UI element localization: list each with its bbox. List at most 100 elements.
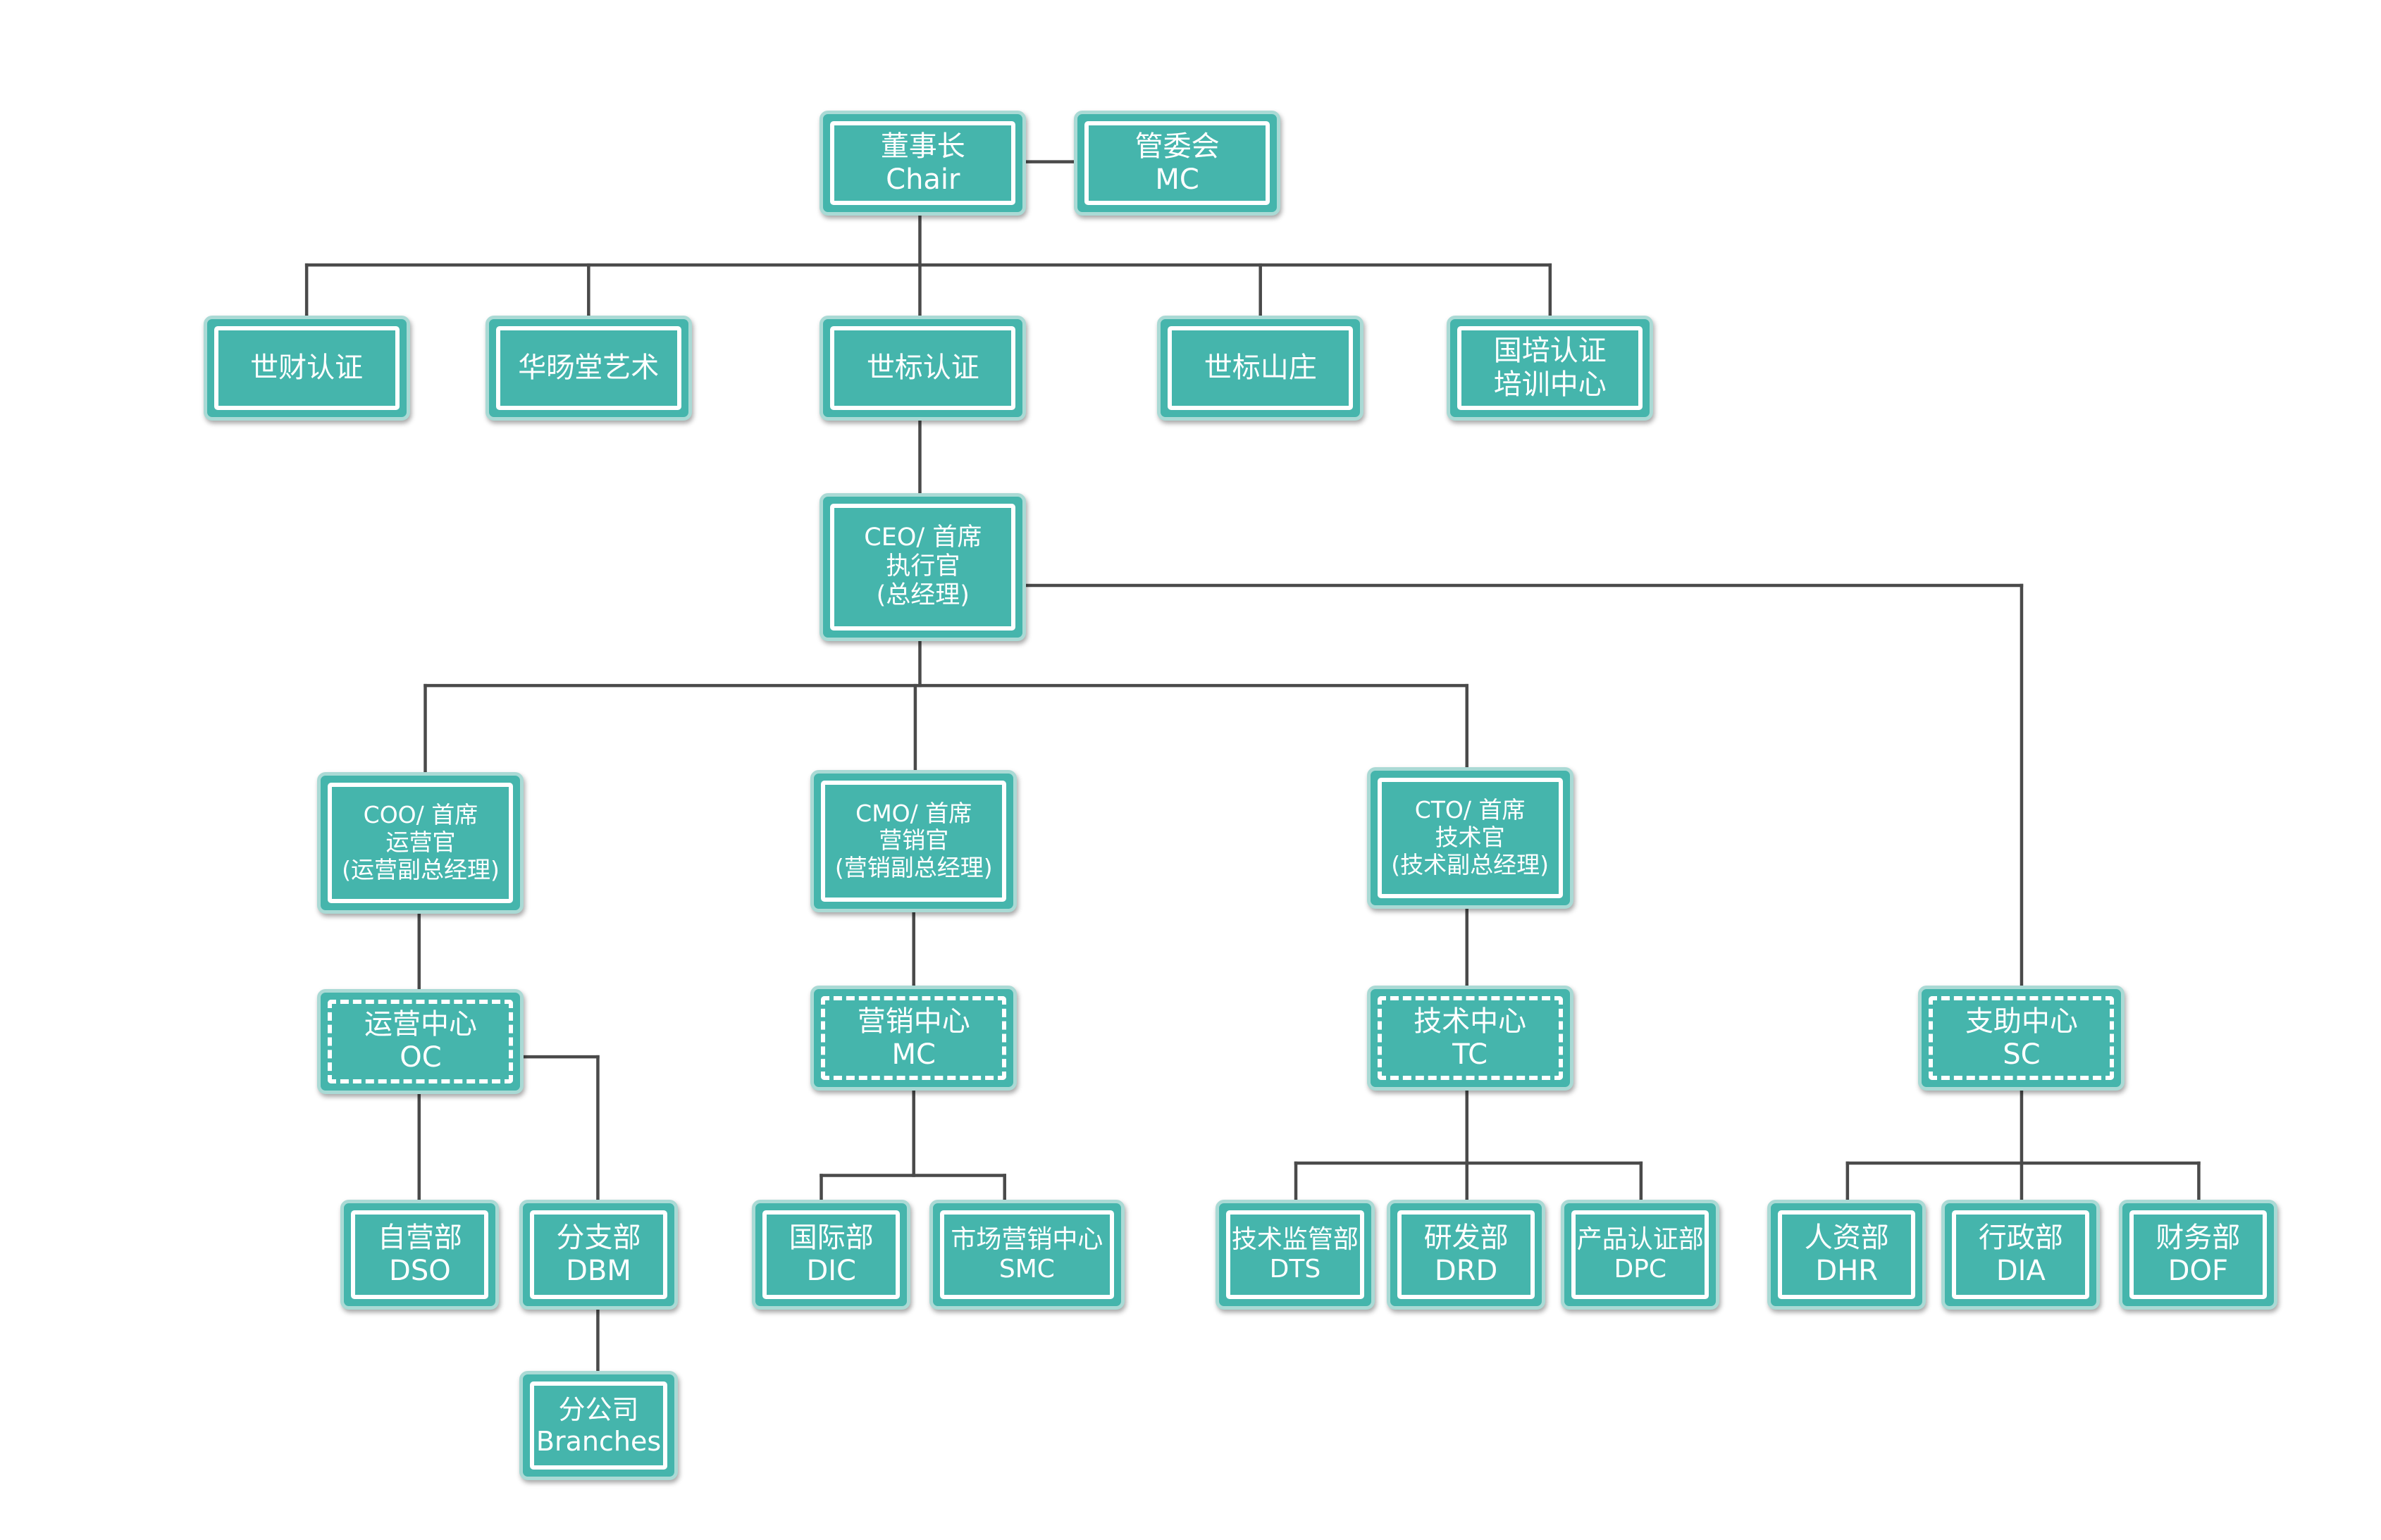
dof-line-2: DOF — [2167, 1255, 2228, 1288]
support-center-line-2: SC — [2003, 1038, 2041, 1071]
management-committee-line-1: 管委会 — [1134, 130, 1220, 163]
drd-line-2: DRD — [1434, 1255, 1498, 1288]
chair-line-1: 董事长 — [880, 130, 965, 163]
coo-label: COO/ 首席运营官(运营副总经理) — [328, 782, 514, 903]
branches-line-1: 分公司 — [558, 1393, 639, 1425]
ceo-box: CEO/ 首席执行官(总经理) — [820, 492, 1027, 641]
dpc-line-2: DPC — [1614, 1255, 1667, 1284]
coo-line-3: (运营副总经理) — [342, 855, 500, 883]
marketing-center-line-1: 营销中心 — [857, 1005, 970, 1038]
cmo-line-3: (营销副总经理) — [834, 854, 993, 882]
dia-line-1: 行政部 — [1978, 1221, 2063, 1254]
cmo-line-1: CMO/ 首席 — [855, 799, 972, 827]
dic-line-1: 国际部 — [788, 1221, 874, 1254]
dbm-line-2: DBM — [566, 1255, 631, 1288]
branches-line-2: Branches — [536, 1425, 662, 1457]
management-committee-line-2: MC — [1155, 163, 1199, 196]
dts-line-2: DTS — [1269, 1255, 1321, 1284]
dbm-line-1: 分支部 — [556, 1221, 641, 1254]
cto-label: CTO/ 首席技术官(技术副总经理) — [1377, 777, 1563, 899]
shibiao-certification-label: 世标认证 — [830, 326, 1016, 410]
support-center-line-1: 支助中心 — [1965, 1005, 2078, 1038]
dpc-line-1: 产品认证部 — [1576, 1224, 1704, 1254]
dso-line-1: 自营部 — [377, 1221, 462, 1254]
guopei-line-2: 培训中心 — [1493, 368, 1607, 401]
shicai-certification-box: 世财认证 — [203, 316, 410, 421]
ceo-label: CEO/ 首席执行官(总经理) — [830, 503, 1016, 631]
technology-center-line-2: TC — [1452, 1038, 1488, 1071]
shicai-certification-line-1: 世财认证 — [250, 352, 364, 385]
huayang-art-label: 华旸堂艺术 — [495, 326, 681, 410]
huayang-art-box: 华旸堂艺术 — [485, 316, 692, 421]
shibiao-villa-line-1: 世标山庄 — [1204, 352, 1317, 385]
guopei-training-center-box: 国培认证培训中心 — [1447, 316, 1654, 421]
shibiao-certification-line-1: 世标认证 — [866, 352, 979, 385]
dhr-line-1: 人资部 — [1804, 1221, 1889, 1254]
cto-line-1: CTO/ 首席 — [1414, 796, 1526, 824]
dof-line-1: 财务部 — [2156, 1221, 2241, 1254]
cmo-line-2: 营销官 — [879, 826, 949, 855]
shibiao-villa-box: 世标山庄 — [1157, 316, 1364, 421]
operations-center-line-1: 运营中心 — [364, 1008, 477, 1041]
huayang-art-line-1: 华旸堂艺术 — [518, 352, 660, 385]
ceo-line-2: 执行官 — [886, 552, 960, 581]
guopei-training-center-label: 国培认证培训中心 — [1457, 326, 1643, 410]
cto-line-2: 技术官 — [1435, 824, 1505, 852]
technology-center-line-1: 技术中心 — [1414, 1005, 1527, 1038]
dts-line-1: 技术监管部 — [1231, 1224, 1359, 1254]
cto-box: CTO/ 首席技术官(技术副总经理) — [1366, 766, 1573, 909]
ceo-line-1: CEO/ 首席 — [864, 523, 982, 552]
operations-center-line-2: OC — [400, 1041, 442, 1074]
dhr-line-2: DHR — [1815, 1255, 1879, 1288]
smc-line-1: 市场营销中心 — [951, 1224, 1103, 1254]
coo-line-1: COO/ 首席 — [363, 800, 478, 828]
shibiao-villa-label: 世标山庄 — [1168, 326, 1354, 410]
dia-line-2: DIA — [1996, 1255, 2046, 1288]
coo-box: COO/ 首席运营官(运营副总经理) — [317, 771, 524, 914]
marketing-center-line-2: MC — [891, 1038, 936, 1071]
dic-line-2: DIC — [806, 1255, 856, 1288]
guopei-line-1: 国培认证 — [1493, 335, 1607, 368]
cto-line-3: (技术副总经理) — [1391, 851, 1549, 879]
smc-line-2: SMC — [998, 1255, 1055, 1284]
chair-line-2: Chair — [886, 163, 960, 196]
shicai-certification-label: 世财认证 — [214, 326, 400, 410]
drd-line-1: 研发部 — [1423, 1221, 1509, 1254]
shibiao-certification-box: 世标认证 — [820, 316, 1027, 421]
cmo-box: CMO/ 首席营销官(营销副总经理) — [810, 770, 1018, 912]
